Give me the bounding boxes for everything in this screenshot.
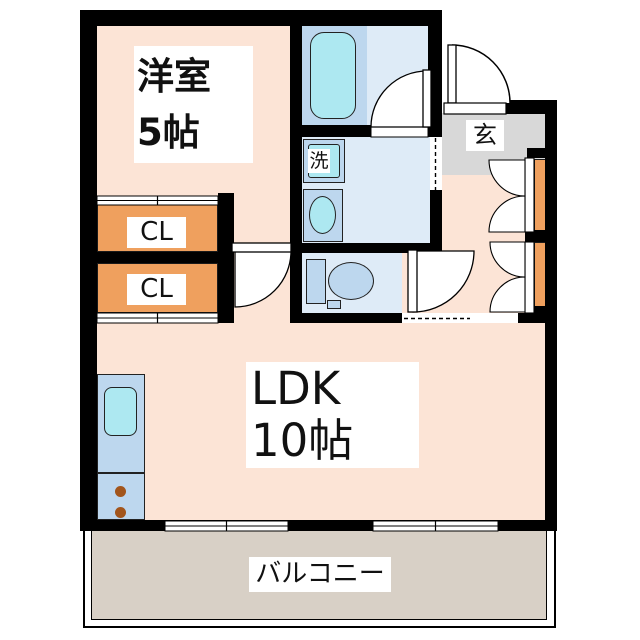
balcony-text: バルコニー [255, 558, 385, 589]
wall-segment [527, 148, 546, 158]
wall-segment [545, 100, 557, 531]
wall-segment [525, 230, 546, 242]
closet-lower-label: CL [127, 274, 186, 305]
wall-segment [525, 306, 546, 315]
western-room-name: 洋室 [137, 55, 211, 98]
stove-burner [115, 507, 126, 518]
ldk-label: LDK 10帖 [246, 362, 419, 468]
wall-segment [80, 520, 557, 531]
toilet-paper-holder [327, 300, 341, 309]
stove-burner [115, 486, 126, 497]
toilet-tank [306, 259, 326, 304]
closet-upper-text: CL [140, 216, 173, 247]
wall-segment [302, 125, 371, 137]
laundry-label: 洗 [308, 149, 330, 173]
wall-segment [97, 252, 218, 263]
wall-segment [290, 10, 302, 323]
wall-segment [80, 10, 442, 26]
ldk-size: 10帖 [251, 414, 354, 467]
closet-lower-sliding-door [96, 312, 219, 324]
wall-segment [505, 100, 557, 114]
toilet-bowl [328, 262, 374, 300]
entrance-label: 玄 [466, 120, 504, 151]
closet-upper-label: CL [127, 217, 186, 248]
kitchen-sink [104, 387, 137, 436]
bath-floor-door-side [367, 26, 428, 125]
wall-segment [290, 313, 402, 323]
bathtub [310, 32, 356, 119]
entrance-door [443, 44, 511, 115]
closet-lower-text: CL [140, 273, 173, 304]
entrance-text: 玄 [473, 121, 497, 150]
wall-segment [290, 243, 442, 253]
laundry-text: 洗 [309, 149, 329, 172]
hallway-floor [442, 175, 525, 313]
wall-segment [428, 10, 442, 137]
wall-segment [218, 193, 234, 323]
hallway-ldk-opening [402, 314, 518, 323]
washroom-opening [431, 137, 440, 190]
western-room-label: 洋室 5帖 [134, 46, 253, 163]
wall-segment [518, 313, 546, 323]
wall-segment [80, 10, 97, 531]
western-room-size: 5帖 [137, 110, 200, 154]
balcony-label: バルコニー [249, 557, 391, 592]
hallway-floor-lower [402, 253, 442, 313]
wall-segment [430, 190, 442, 252]
ldk-name: LDK [251, 362, 341, 416]
washroom-sink [309, 196, 336, 234]
western-room-entry-nook-floor [234, 193, 290, 323]
